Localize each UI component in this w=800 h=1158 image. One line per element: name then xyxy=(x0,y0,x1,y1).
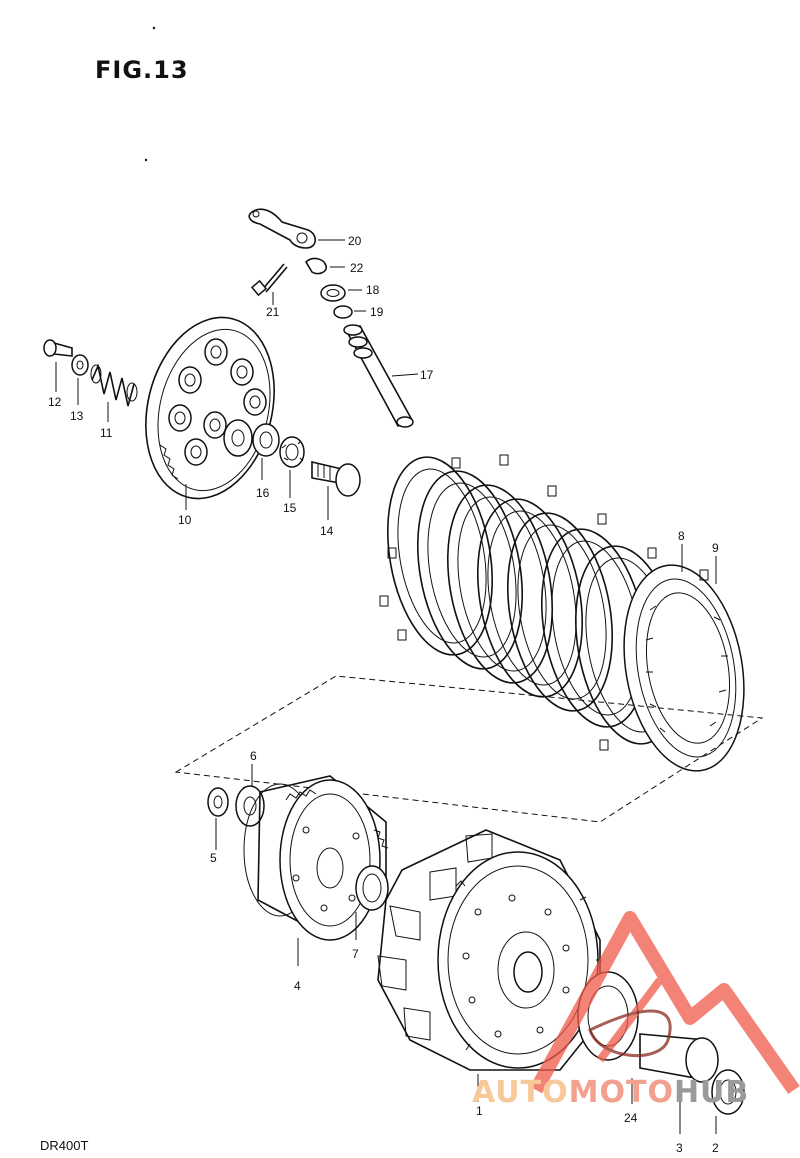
part-14-push-piece xyxy=(311,460,361,520)
part-22-clip xyxy=(304,257,345,275)
part-10-pressure-plate xyxy=(145,316,275,510)
callout-15: 15 xyxy=(283,501,297,515)
callout-2: 2 xyxy=(712,1141,719,1155)
callout-22: 22 xyxy=(350,261,364,275)
callout-1: 1 xyxy=(476,1104,483,1118)
part-19-o-ring xyxy=(333,305,366,319)
part-18-oil-seal xyxy=(320,284,362,302)
callout-6: 6 xyxy=(250,749,257,763)
callout-17: 17 xyxy=(420,368,434,382)
callout-24: 24 xyxy=(624,1111,638,1125)
callout-5: 5 xyxy=(210,851,217,865)
part-17-release-shaft xyxy=(343,324,419,428)
callout-20: 20 xyxy=(348,234,362,248)
part-7-washer xyxy=(355,865,389,940)
part-21-pin xyxy=(250,263,288,305)
part-1-clutch-housing xyxy=(377,829,602,1102)
callout-8: 8 xyxy=(678,529,685,543)
callout-19: 19 xyxy=(370,305,384,319)
callout-11: 11 xyxy=(100,426,113,440)
model-code: DR400T xyxy=(40,1138,89,1153)
part-2-washer xyxy=(711,1069,745,1134)
part-4-driven-gear xyxy=(243,775,389,966)
callout-13: 13 xyxy=(70,409,84,423)
callout-7: 7 xyxy=(352,947,359,961)
assembly-bracket-dashed xyxy=(174,675,764,823)
callout-14: 14 xyxy=(320,524,334,538)
watermark-text: AUTOMOTOHUB xyxy=(472,1075,750,1110)
part-5-washer xyxy=(207,787,229,850)
watermark-logo xyxy=(529,911,800,1095)
clutch-plate-stack xyxy=(379,454,745,772)
part-20-release-arm xyxy=(248,208,345,249)
part-11-spring xyxy=(90,363,138,422)
callout-21: 21 xyxy=(266,305,280,319)
callout-3: 3 xyxy=(676,1141,683,1155)
part-15-bearing xyxy=(279,436,305,498)
callout-18: 18 xyxy=(366,283,380,297)
callout-labels: 1 2 3 4 5 6 7 8 9 10 11 12 13 14 15 16 1… xyxy=(48,234,719,1155)
part-12-bolt xyxy=(43,339,73,392)
part-13-washer xyxy=(71,354,89,405)
callout-9: 9 xyxy=(712,541,719,555)
part-16-washer xyxy=(252,423,280,480)
figure-title: FIG.13 xyxy=(95,56,189,84)
callout-4: 4 xyxy=(294,979,301,993)
callout-10: 10 xyxy=(178,513,192,527)
part-6-spacer xyxy=(235,764,265,827)
callout-12: 12 xyxy=(48,395,62,409)
callout-16: 16 xyxy=(256,486,270,500)
